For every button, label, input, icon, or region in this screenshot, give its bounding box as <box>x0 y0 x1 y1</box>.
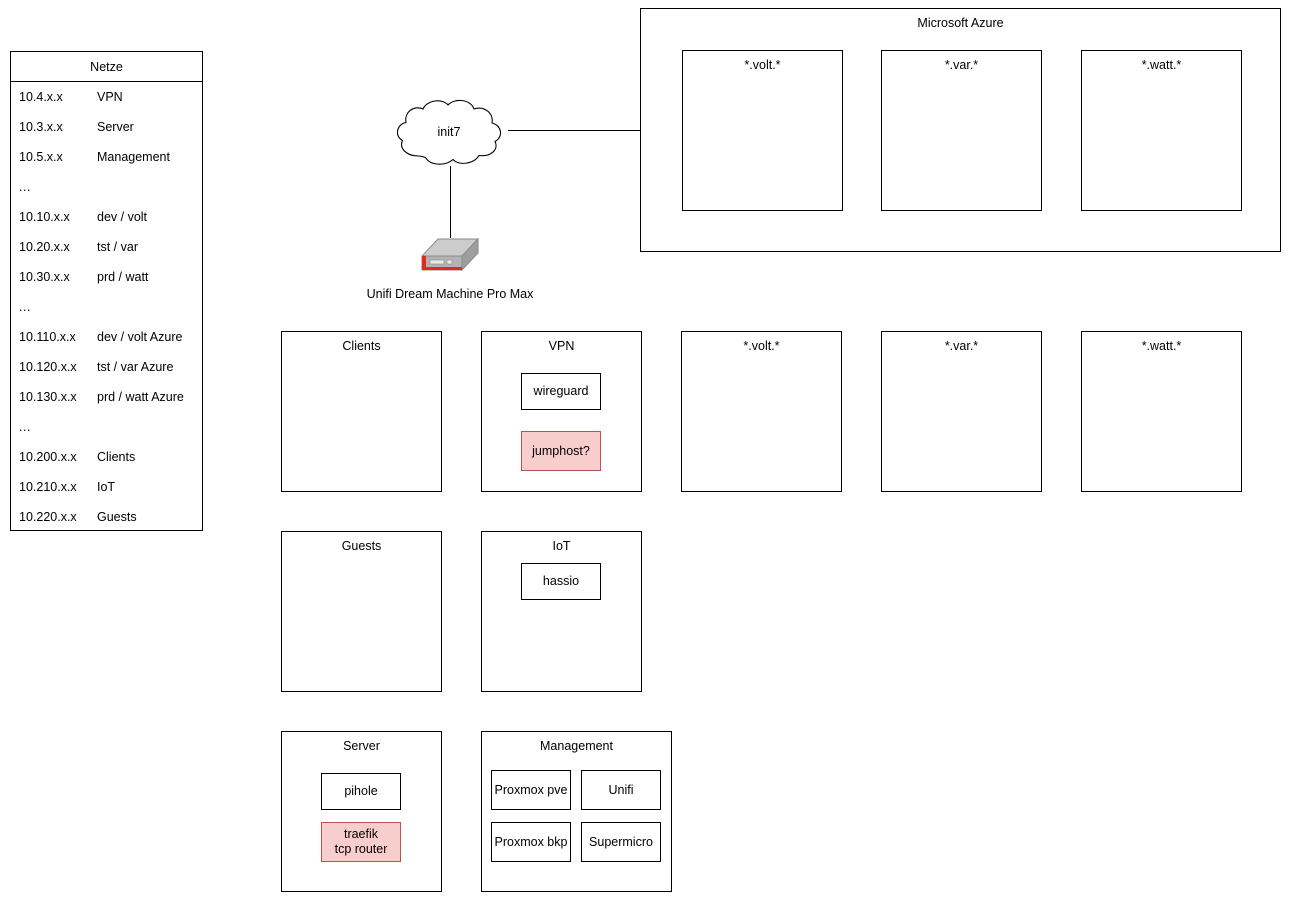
node-hassio[interactable]: hassio <box>521 563 601 600</box>
node-label-line2: tcp router <box>334 842 388 856</box>
table-row: 10.110.x.x dev / volt Azure <box>11 322 202 352</box>
netze-cidr: 10.4.x.x <box>19 90 63 104</box>
azure-zone-title: *.var.* <box>944 58 979 72</box>
node-label: jumphost? <box>532 443 590 458</box>
node-pihole[interactable]: pihole <box>321 773 401 810</box>
node-label: pihole <box>344 784 378 798</box>
zone-title: *.var.* <box>944 339 979 353</box>
zone-title: *.watt.* <box>1141 339 1182 353</box>
node-label: Proxmox pve <box>494 782 568 797</box>
zone-title: Management <box>540 739 613 753</box>
netze-cidr: 10.200.x.x <box>19 450 77 464</box>
zone-title: Server <box>343 739 380 753</box>
zone-title: Guests <box>341 539 382 553</box>
node-label: hassio <box>542 574 580 588</box>
node-jumphost[interactable]: jumphost? <box>521 431 601 471</box>
table-row-separator: ... <box>11 292 202 322</box>
zone-volt: *.volt.* <box>681 331 842 492</box>
table-row: 10.4.x.x VPN <box>11 82 202 112</box>
azure-zone-var: *.var.* <box>881 50 1042 211</box>
node-unifi[interactable]: Unifi <box>581 770 661 810</box>
cloud-init7: init7 <box>388 96 510 168</box>
zone-title: VPN <box>548 339 575 353</box>
table-row: 10.5.x.x Management <box>11 142 202 172</box>
netze-cidr: 10.30.x.x <box>19 270 70 284</box>
zone-clients: Clients <box>281 331 442 492</box>
table-row: 10.120.x.x tst / var Azure <box>11 352 202 382</box>
table-row: 10.10.x.x dev / volt <box>11 202 202 232</box>
netze-cidr: 10.20.x.x <box>19 240 70 254</box>
netze-name: prd / watt <box>97 270 149 284</box>
table-row: 10.200.x.x Clients <box>11 442 202 472</box>
node-label-line1: traefik <box>343 827 379 841</box>
netze-table-header: Netze <box>11 52 202 82</box>
netze-name: dev / volt <box>97 210 148 224</box>
router-device-icon <box>421 238 479 280</box>
node-label: Supermicro <box>589 834 653 849</box>
netze-name: VPN <box>97 90 123 104</box>
zone-title: Clients <box>342 339 381 353</box>
netze-cidr: 10.220.x.x <box>19 510 77 524</box>
netze-cidr: 10.3.x.x <box>19 120 63 134</box>
table-row-separator: ... <box>11 172 202 202</box>
router-label: Unifi Dream Machine Pro Max <box>366 287 534 301</box>
table-row: 10.20.x.x tst / var <box>11 232 202 262</box>
node-traefik-tcp-router[interactable]: traefik tcp router <box>321 822 401 862</box>
zone-management: Management <box>481 731 672 892</box>
zone-var: *.var.* <box>881 331 1042 492</box>
netze-cidr: 10.110.x.x <box>19 330 76 344</box>
table-row: 10.3.x.x Server <box>11 112 202 142</box>
node-label: wireguard <box>533 384 589 398</box>
zone-watt: *.watt.* <box>1081 331 1242 492</box>
node-wireguard[interactable]: wireguard <box>521 373 601 410</box>
azure-zone-volt: *.volt.* <box>682 50 843 211</box>
node-label: Proxmox bkp <box>494 834 568 849</box>
netze-name: Server <box>97 120 134 134</box>
azure-zone-title: *.watt.* <box>1141 58 1182 72</box>
node-label: Unifi <box>608 782 634 797</box>
netze-name: Guests <box>97 510 137 524</box>
table-row: 10.30.x.x prd / watt <box>11 262 202 292</box>
zone-iot: IoT <box>481 531 642 692</box>
netze-cidr: 10.130.x.x <box>19 390 77 404</box>
netze-cidr: ... <box>19 420 31 434</box>
netze-name: tst / var <box>97 240 138 254</box>
table-row-separator: ... <box>11 412 202 442</box>
zone-title: IoT <box>552 539 571 553</box>
netze-name: Clients <box>97 450 136 464</box>
netze-name: dev / volt Azure <box>97 330 183 344</box>
netze-name: prd / watt Azure <box>97 390 184 404</box>
connector-cloud-to-azure <box>508 130 641 131</box>
zone-server: Server <box>281 731 442 892</box>
azure-title: Microsoft Azure <box>917 16 1004 30</box>
zone-guests: Guests <box>281 531 442 692</box>
netze-table: Netze 10.4.x.x VPN 10.3.x.x Server 10.5.… <box>10 51 203 531</box>
netze-cidr: 10.5.x.x <box>19 150 63 164</box>
azure-zone-title: *.volt.* <box>744 58 781 72</box>
netze-name: Management <box>97 150 170 164</box>
table-row: 10.220.x.x Guests <box>11 502 202 532</box>
connector-cloud-to-router <box>450 166 451 238</box>
netze-cidr: ... <box>19 180 31 194</box>
netze-name: IoT <box>97 480 116 494</box>
zone-title: *.volt.* <box>743 339 780 353</box>
netze-cidr: 10.120.x.x <box>19 360 77 374</box>
netze-cidr: 10.210.x.x <box>19 480 77 494</box>
node-proxmox-bkp[interactable]: Proxmox bkp <box>491 822 571 862</box>
node-proxmox-pve[interactable]: Proxmox pve <box>491 770 571 810</box>
netze-name: tst / var Azure <box>97 360 174 374</box>
table-row: 10.130.x.x prd / watt Azure <box>11 382 202 412</box>
azure-zone-watt: *.watt.* <box>1081 50 1242 211</box>
netze-cidr: ... <box>19 300 31 314</box>
node-supermicro[interactable]: Supermicro <box>581 822 661 862</box>
netze-cidr: 10.10.x.x <box>19 210 70 224</box>
netze-table-body: 10.4.x.x VPN 10.3.x.x Server 10.5.x.x Ma… <box>11 82 202 532</box>
table-row: 10.210.x.x IoT <box>11 472 202 502</box>
